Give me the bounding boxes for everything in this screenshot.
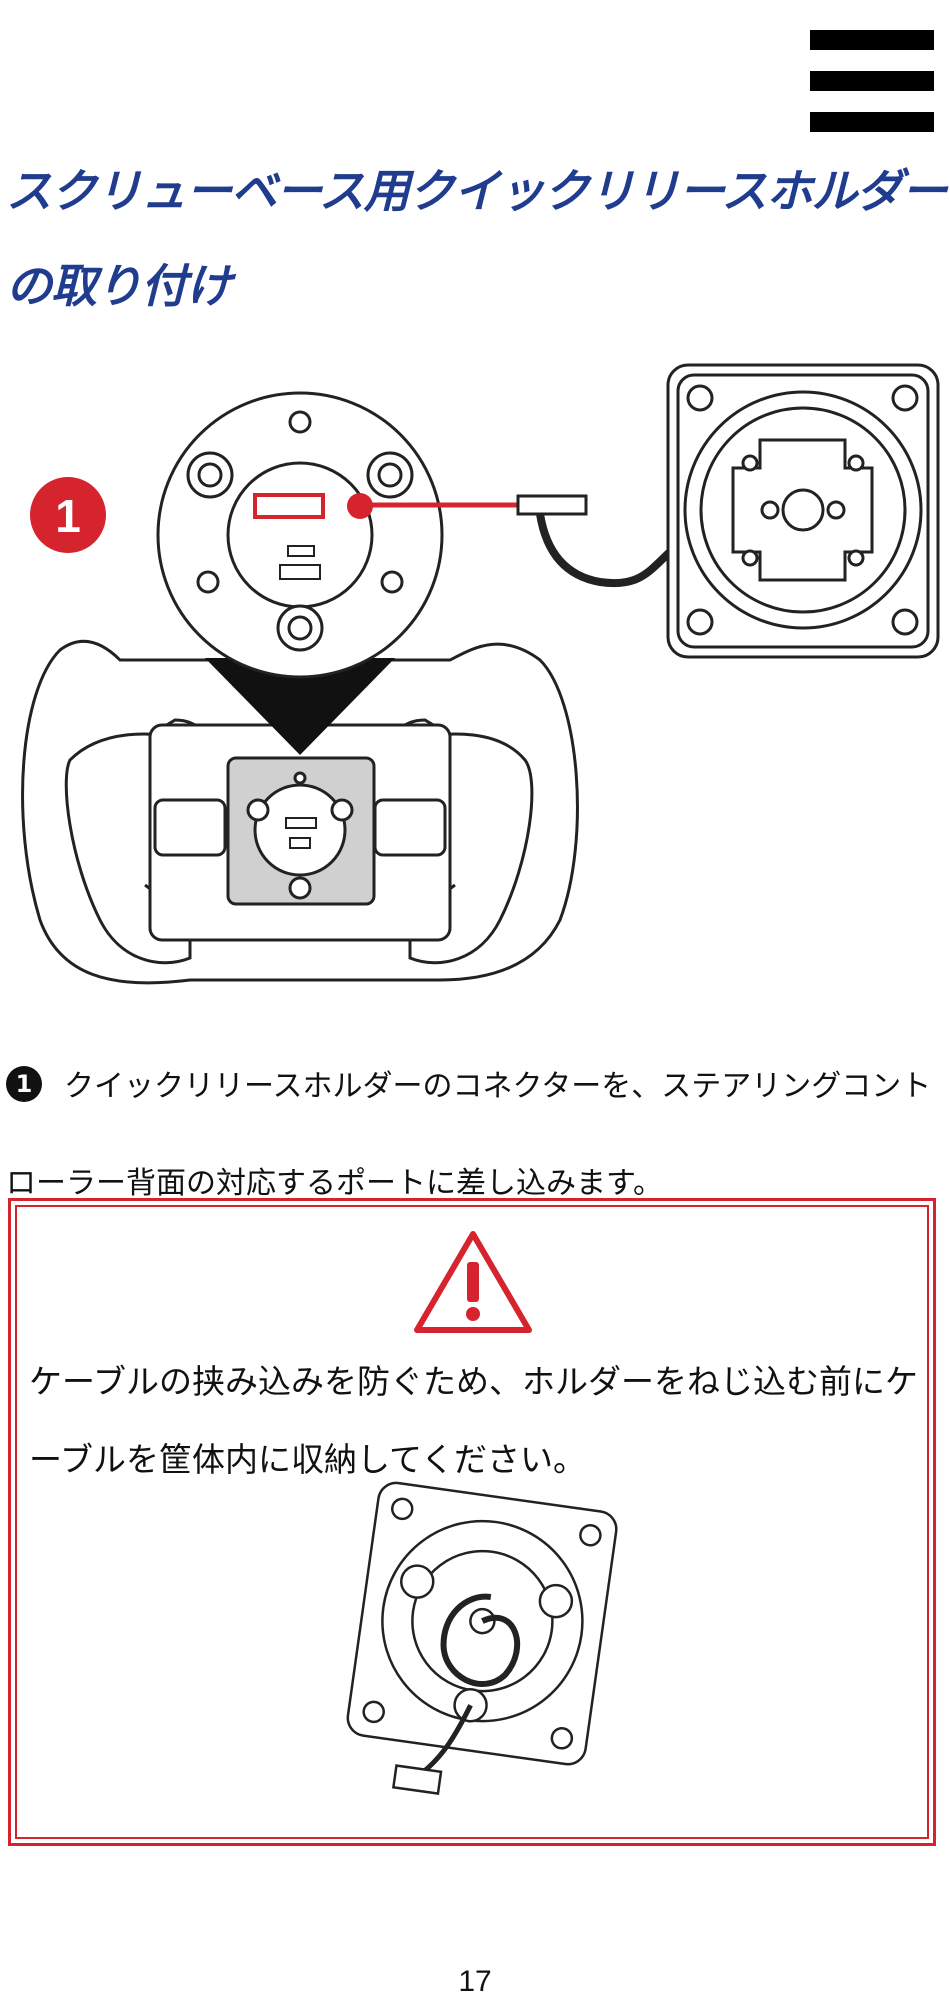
step-badge-number: 1 — [55, 490, 81, 542]
step-1-text: クイックリリースホルダーのコネクターを、ステアリングコントローラー背面の対応する… — [6, 1069, 932, 1201]
connector-leader-line — [347, 493, 518, 519]
step-badge: 1 — [30, 477, 106, 553]
warning-box: ケーブルの挟み込みを防ぐため、ホルダーをねじ込む前にケーブルを筐体内に収納してく… — [8, 1198, 936, 1846]
warning-text: ケーブルの挟み込みを防ぐため、ホルダーをねじ込む前にケーブルを筐体内に収納してく… — [29, 1362, 919, 1479]
page-number: 17 — [458, 1965, 492, 1998]
quick-release-holder-illustration — [666, 363, 940, 659]
page-title-line2: の取り付け — [6, 259, 232, 313]
cable-connector — [516, 494, 675, 588]
step-1-marker: 1 — [6, 1066, 42, 1102]
hamburger-menu-icon[interactable] — [810, 30, 934, 132]
zoomed-hub-view — [156, 391, 444, 679]
holder-cable-storage-illustration — [346, 1481, 618, 1796]
installation-diagram: 1 — [21, 363, 940, 985]
page-title-line1: スクリューベース用クイックリリースホルダー — [6, 164, 947, 218]
zoom-pointer — [205, 658, 395, 755]
warning-triangle-icon — [414, 1231, 532, 1333]
